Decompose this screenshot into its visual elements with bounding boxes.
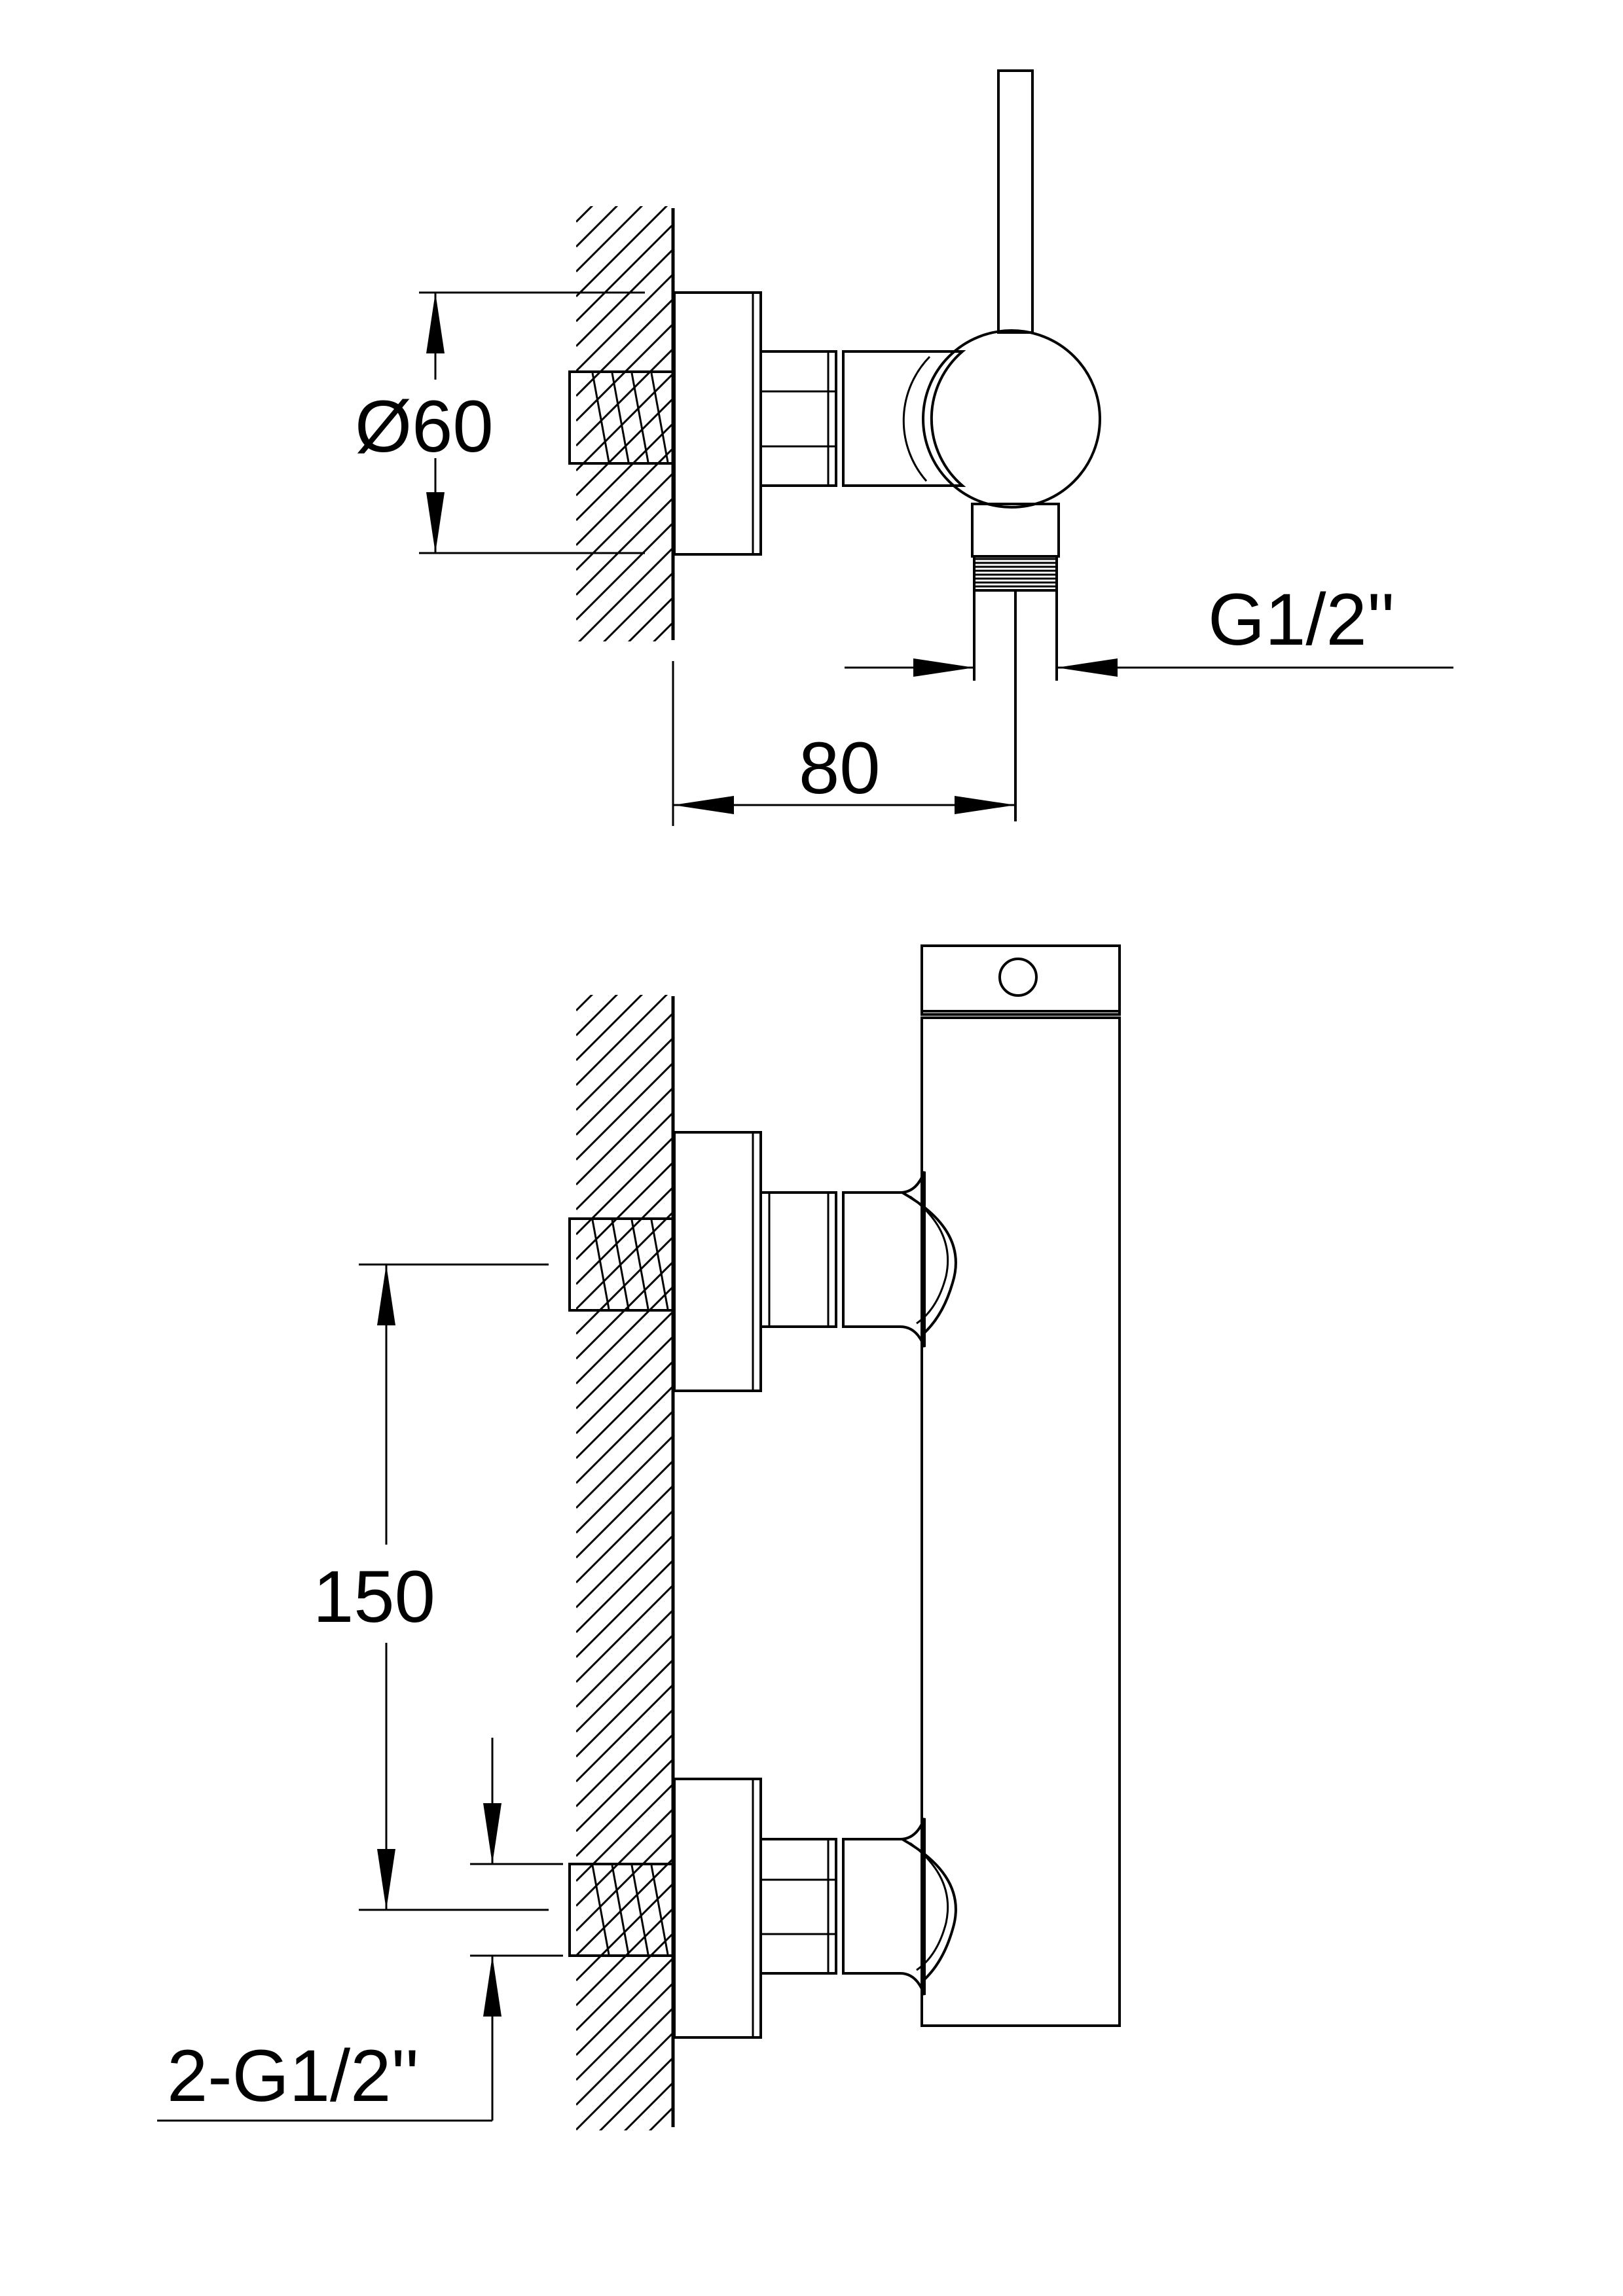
flange-top: [673, 291, 762, 556]
depth-dimension: 80: [672, 661, 1015, 826]
body-top: [842, 350, 966, 487]
lever-handle: [997, 69, 1034, 334]
inlet-thread-dimension: 2-G1/2'': [157, 1738, 563, 2122]
inlet-thread-label: 2-G1/2'': [167, 2035, 419, 2117]
inlet-spacing-dimension: 150: [308, 1263, 549, 1911]
depth-label: 80: [799, 727, 881, 809]
upper-inlet: [568, 1131, 957, 1392]
wall-hatch-bottom: [576, 995, 675, 2130]
outlet-thread-dimension: G1/2'': [845, 579, 1453, 677]
front-view: 150 2-G1/2'': [157, 944, 1121, 2130]
outlet-thread-label: G1/2'': [1208, 579, 1395, 660]
diameter-label: Ø60: [355, 386, 494, 467]
outlet-stub: [971, 503, 1060, 558]
mixer-head: [922, 329, 1101, 509]
inlet-spacing-label: 150: [313, 1556, 435, 1638]
outlet-thread: [973, 555, 1058, 592]
hex-nut-top: [759, 350, 837, 487]
mixer-body: [921, 944, 1121, 2027]
lower-inlet: [568, 1778, 957, 2039]
wall-hatch-top: [576, 206, 675, 641]
side-view: Ø60 G1/2'' 80: [350, 69, 1453, 826]
diameter-dimension: Ø60: [350, 291, 645, 554]
head-hole: [998, 958, 1038, 997]
